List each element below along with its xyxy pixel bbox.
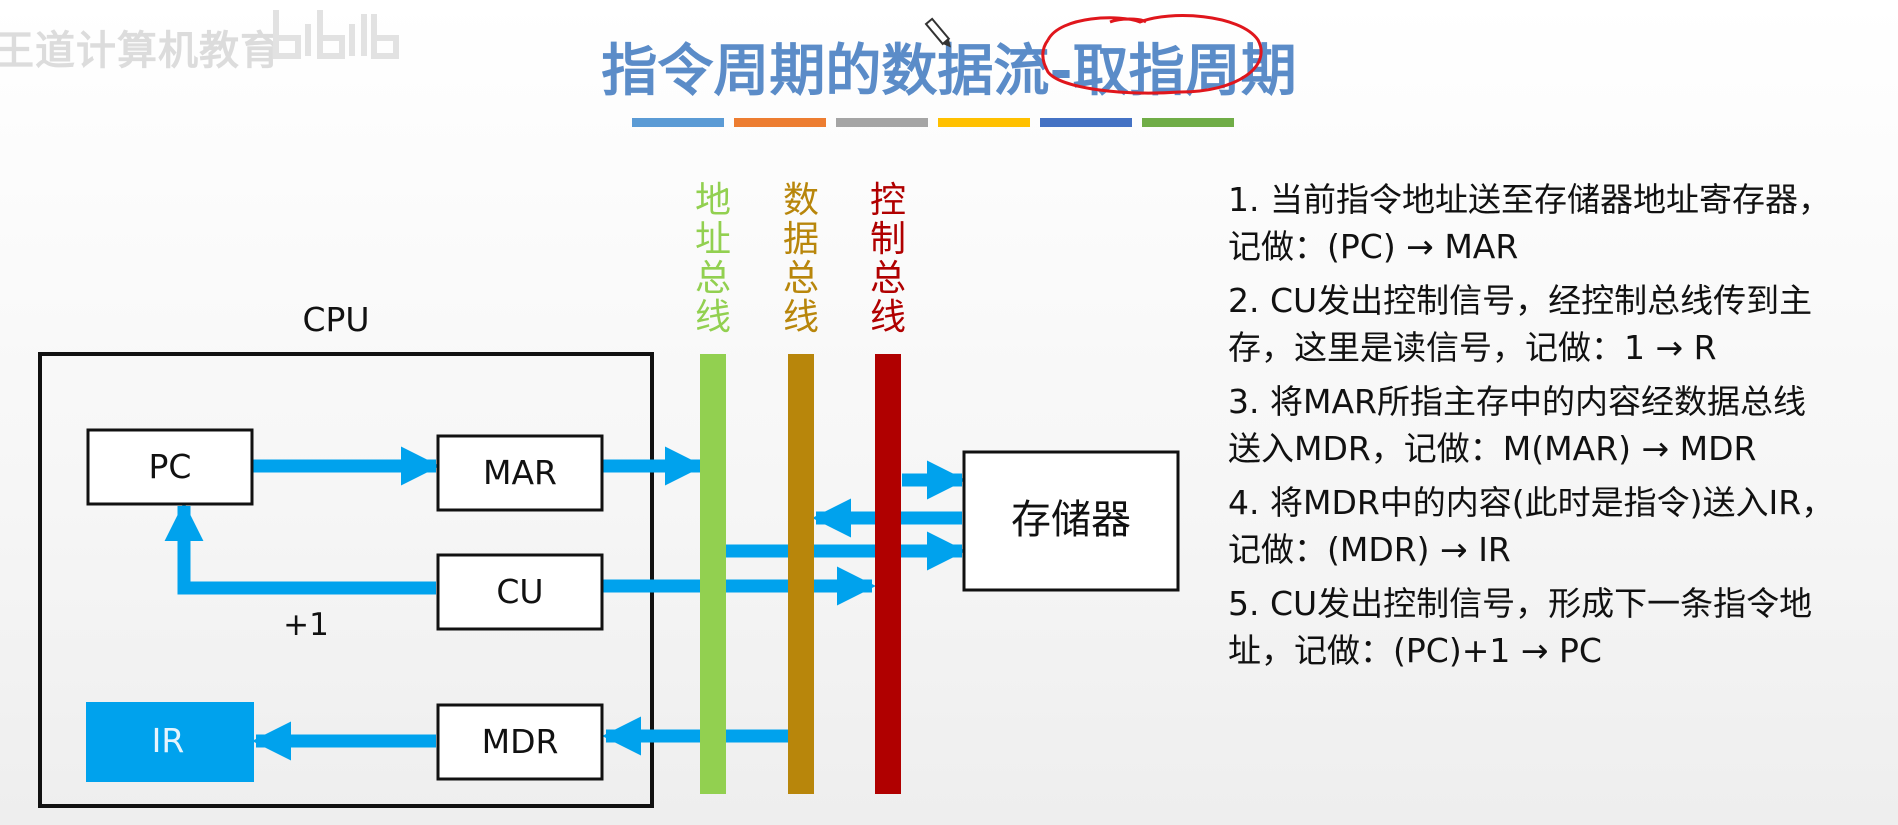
mar-register (436, 434, 604, 512)
title-underline-segment (734, 118, 826, 127)
data-bus-label-char: 数 (783, 180, 819, 221)
step-line: 5. CU发出控制信号，形成下一条指令地 (1228, 584, 1813, 623)
address-bus (700, 354, 726, 794)
step-line: 送入MDR，记做：M(MAR) → MDR (1228, 429, 1757, 468)
step-line: 4. 将MDR中的内容(此时是指令)送入IR， (1228, 483, 1835, 522)
data-bus-label-char: 据 (783, 219, 819, 260)
mdr-label: MDR (482, 722, 559, 761)
title-underline-segment (1040, 118, 1132, 127)
pc-register (86, 428, 254, 506)
control-bus (875, 354, 901, 794)
memory-box (962, 450, 1180, 592)
ir-label: IR (152, 721, 185, 760)
step-item: 2. CU发出控制信号，经控制总线传到主存，这里是读信号，记做：1 → R (1228, 277, 1888, 371)
step-item: 4. 将MDR中的内容(此时是指令)送入IR， 记做：(MDR) → IR (1228, 479, 1888, 573)
title-main: 指令周期的数据流- (601, 39, 1073, 104)
step-item: 5. CU发出控制信号，形成下一条指令地址，记做：(PC)+1 → PC (1228, 580, 1888, 674)
address-bus-label-char: 地 (695, 180, 731, 221)
title-underline-segment (632, 118, 724, 127)
title-underline-segment (938, 118, 1030, 127)
cu-label: CU (496, 572, 543, 611)
mar-label: MAR (483, 453, 557, 492)
control-bus-label-char: 制 (870, 219, 906, 260)
mdr-register (436, 703, 604, 781)
watermark: 王道计算机教育 (0, 28, 281, 74)
data-bus-label-char: 总 (783, 258, 819, 299)
step-line: 1. 当前指令地址送至存储器地址寄存器， (1228, 180, 1831, 219)
cpu-label: CPU (302, 300, 369, 339)
bilibili-logo (273, 10, 399, 59)
cu-to-pc-arrow (164, 502, 436, 595)
data-bus (788, 354, 814, 794)
title-underline-segment (1142, 118, 1234, 127)
highlight-circle (1041, 14, 1263, 95)
pen-cursor-icon (924, 17, 951, 48)
step-item: 1. 当前指令地址送至存储器地址寄存器， 记做：(PC) → MAR (1228, 176, 1888, 270)
pc-label: PC (149, 447, 192, 486)
step-line: 记做：(PC) → MAR (1228, 227, 1519, 266)
memory-label: 存储器 (1011, 497, 1131, 543)
address-bus-label-char: 总 (695, 258, 731, 299)
steps-list: 1. 当前指令地址送至存储器地址寄存器， 记做：(PC) → MAR 2. CU发出… (1228, 176, 1888, 681)
title-underline-segment (836, 118, 928, 127)
step-line: 记做：(MDR) → IR (1228, 530, 1511, 569)
ir-register (86, 702, 254, 782)
address-bus-label-char: 址 (695, 219, 731, 260)
step-line: 存，这里是读信号，记做：1 → R (1228, 328, 1717, 367)
increment-label: +1 (283, 607, 329, 643)
step-line: 3. 将MAR所指主存中的内容经数据总线 (1228, 382, 1806, 421)
control-bus-label-char: 控 (870, 180, 906, 221)
data-bus-label-char: 线 (783, 297, 819, 338)
cu-register (436, 553, 604, 631)
step-item: 3. 将MAR所指主存中的内容经数据总线送入MDR，记做：M(MAR) → MD… (1228, 378, 1888, 472)
step-line: 2. CU发出控制信号，经控制总线传到主 (1228, 281, 1813, 320)
control-bus-label-char: 总 (870, 258, 906, 299)
step-line: 址，记做：(PC)+1 → PC (1228, 631, 1602, 670)
address-bus-label-char: 线 (695, 297, 731, 338)
control-bus-label-char: 线 (870, 297, 906, 338)
